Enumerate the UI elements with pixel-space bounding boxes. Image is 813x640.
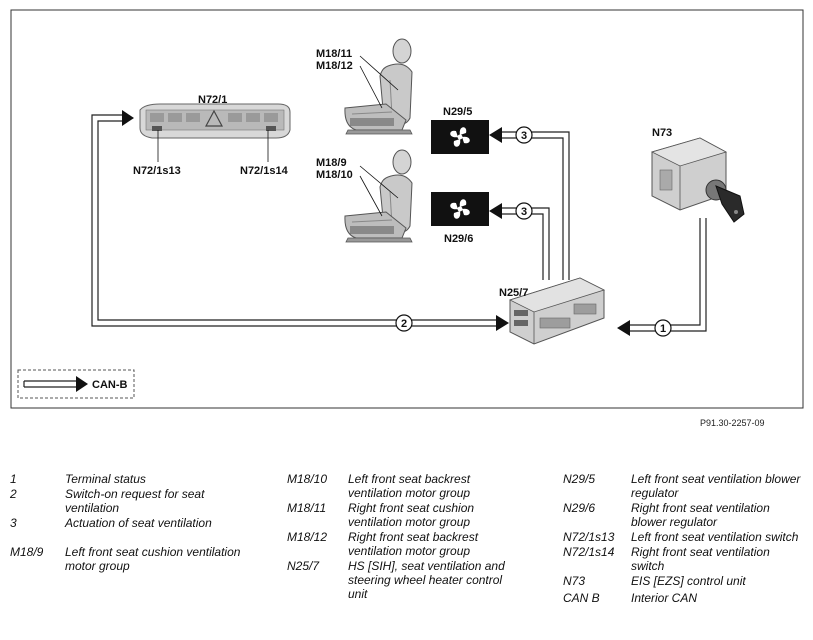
legend-key: N25/7 [287,559,320,573]
label-m18-12: M18/12 [316,60,353,72]
legend-column-1: 1 Terminal status 2 Switch-on request fo… [10,472,255,574]
connection-number-3-upper: 3 [515,126,533,144]
legend-desc: Right front seat cushion ventilation mot… [348,501,475,529]
hazard-warning-icon [205,109,223,127]
eis-control-unit-n73 [650,137,745,223]
label-n72-1s13: N72/1s13 [133,165,181,177]
legend-desc: HS [SIH], seat ventilation and steering … [348,559,505,601]
wiring-diagram: 2 1 3 3 N72/1 N72/1s13 N72/1s14 [10,9,804,409]
connection-number-2: 2 [395,314,413,332]
legend-key: M18/10 [287,472,328,486]
arrow-head [76,376,88,392]
can-b-legend-label: CAN-B [92,379,127,391]
overhead-control-panel-n72-1 [139,103,291,139]
legend-row: M18/11 Right front seat cushion ventilat… [287,501,523,529]
legend-key: N29/5 [563,472,596,486]
arrow-head [489,203,502,219]
figure-reference: P91.30-2257-09 [700,418,765,428]
connection-label: 2 [401,318,407,330]
arrow-head [617,320,630,336]
legend-row: N25/7 HS [SIH], seat ventilation and ste… [287,559,523,601]
legend-key: M18/11 [287,501,327,515]
legend-column-3: N29/5 Left front seat ventilation blower… [563,472,801,606]
blower-regulator-n29-5 [431,120,489,154]
legend-key: N72/1s14 [563,545,615,559]
legend-row: M18/12 Right front seat backrest ventila… [287,530,523,558]
legend-row: CAN B Interior CAN [563,591,801,605]
connection-number-3-lower: 3 [515,202,533,220]
legend-desc: Right front seat ventilation blower regu… [631,501,770,529]
legend-key: M18/9 [10,545,44,559]
arrow-head [489,127,502,143]
legend-row: N72/1s13 Left front seat ventilation swi… [563,530,801,544]
legend-desc: Switch-on request for seat ventilation [65,487,205,515]
control-unit-n25-7 [508,277,606,345]
legend-desc: Right front seat ventilation switch [631,545,770,573]
legend-desc: Left front seat backrest ventilation mot… [348,472,471,500]
label-m18-9: M18/9 [316,157,347,169]
arrow-head [496,315,509,331]
right-front-seat-illustration [344,38,413,135]
legend-row: N29/6 Right front seat ventilation blowe… [563,501,801,529]
legend-row: 1 Terminal status [10,472,255,486]
legend-desc: Interior CAN [631,591,698,605]
label-n25-7: N25/7 [499,287,528,299]
arrowheads [122,110,630,336]
legend-key: 2 [10,487,17,501]
legend-row: M18/10 Left front seat backrest ventilat… [287,472,523,500]
key-icon [705,179,745,223]
legend-desc: Left front seat cushion ventilation moto… [65,545,241,573]
legend-desc: EIS [EZS] control unit [631,574,746,588]
legend-key: N72/1s13 [563,530,615,544]
label-n73: N73 [652,127,672,139]
label-m18-10: M18/10 [316,169,353,181]
blower-regulator-n29-6 [431,192,489,226]
arrow-head [122,110,134,126]
legend-key: CAN B [563,591,600,605]
label-n29-5: N29/5 [443,106,472,118]
legend-desc: Left front seat ventilation blower regul… [631,472,801,500]
can-b-legend-box: CAN-B [17,369,135,399]
legend-column-2: M18/10 Left front seat backrest ventilat… [287,472,523,602]
legend-desc: Right front seat backrest ventilation mo… [348,530,479,558]
label-n72-1: N72/1 [198,94,227,106]
legend-key: N73 [563,574,586,588]
label-n72-1s14: N72/1s14 [240,165,289,177]
legend-row: 2 Switch-on request for seat ventilation [10,487,255,515]
legend-desc: Actuation of seat ventilation [65,516,212,530]
legend-key: M18/12 [287,530,328,544]
legend-key: 3 [10,516,17,530]
legend-row: 3 Actuation of seat ventilation [10,516,255,530]
legend-desc: Left front seat ventilation switch [631,530,799,544]
label-m18-11: M18/11 [316,48,352,60]
connection-label: 3 [521,130,527,142]
label-n29-6: N29/6 [444,233,473,245]
fan-icon [450,127,470,147]
legend-row: N29/5 Left front seat ventilation blower… [563,472,801,500]
legend-desc: Terminal status [65,472,146,486]
legend-key: N29/6 [563,501,596,515]
connection-label: 3 [521,206,527,218]
legend-row: M18/9 Left front seat cushion ventilatio… [10,545,255,573]
legend-row: N73 EIS [EZS] control unit [563,574,801,588]
legend-key: 1 [10,472,17,486]
connection-label: 1 [660,323,666,335]
connection-number-1: 1 [654,319,672,337]
fan-icon [450,199,470,219]
legend-row: N72/1s14 Right front seat ventilation sw… [563,545,801,573]
